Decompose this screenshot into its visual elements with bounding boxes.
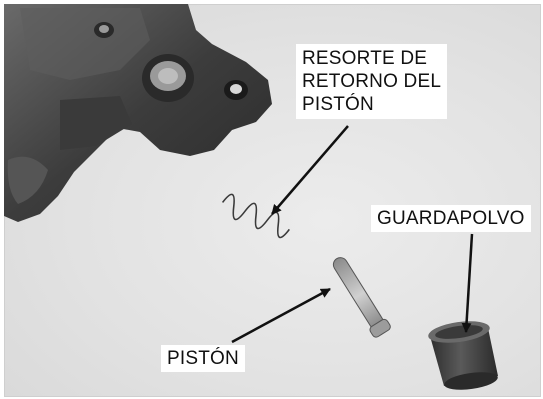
spring-label-line-2: RETORNO DEL — [302, 71, 442, 92]
dust-boot-arrow — [461, 233, 474, 333]
caliper-body — [4, 4, 272, 222]
piston-label: PISTÓN — [161, 345, 245, 372]
return-spring — [221, 193, 290, 239]
spring-label: RESORTE DE RETORNO DEL PISTÓN — [296, 44, 448, 119]
dust-boot-label: GUARDAPOLVO — [371, 205, 531, 232]
piston — [332, 257, 391, 338]
spring-arrow — [271, 125, 349, 215]
dust-boot — [428, 321, 498, 390]
spring-label-line-3: PISTÓN — [302, 94, 374, 115]
spring-label-line-1: RESORTE DE — [302, 48, 428, 69]
piston-arrow — [231, 287, 331, 344]
